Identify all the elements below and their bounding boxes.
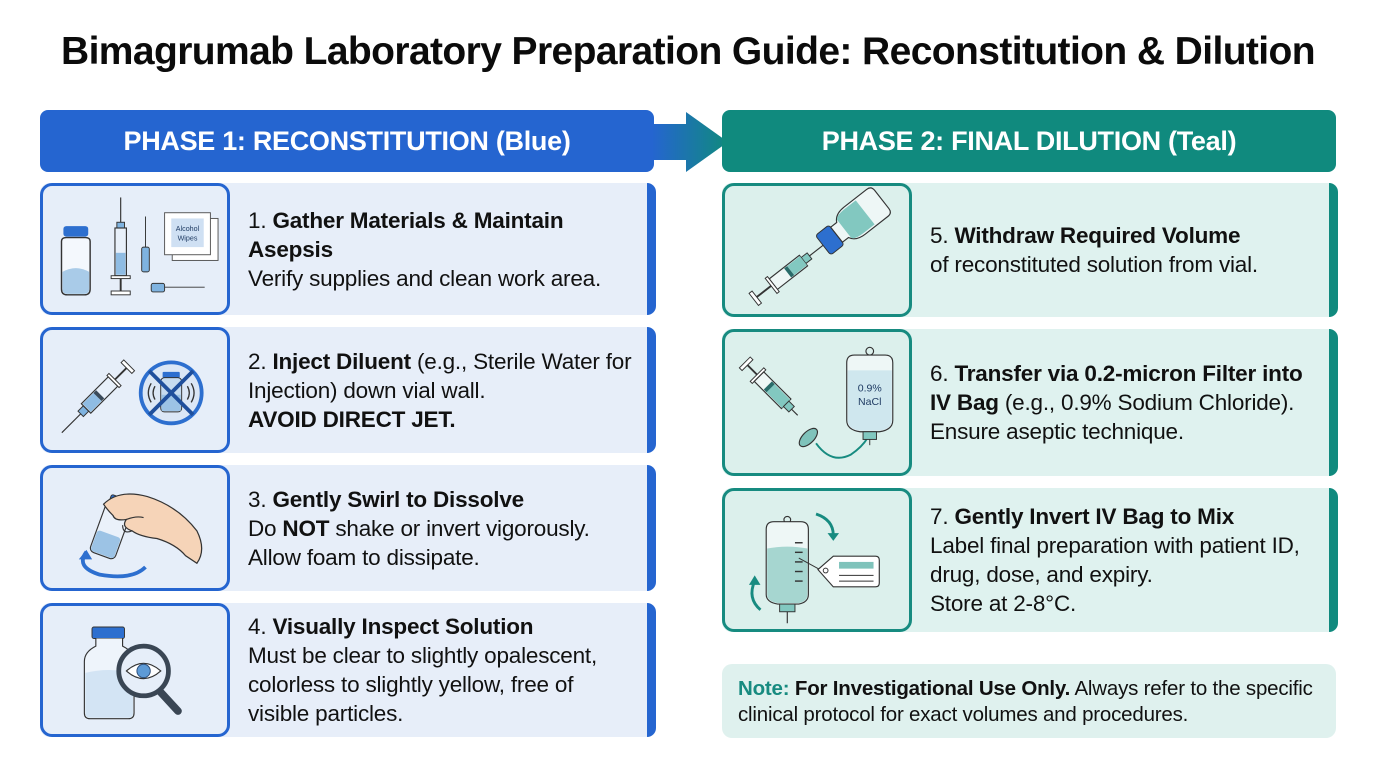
step-2-text: 2. Inject Diluent (e.g., Sterile Water f… [248, 348, 632, 432]
step-1-heading: Gather Materials & Maintain Asepsis [248, 207, 564, 262]
card-accent [1329, 488, 1338, 632]
step-6-text: 6. Transfer via 0.2-micron Filter into I… [930, 329, 1320, 476]
step-card-5: 5. Withdraw Required Volume of reconstit… [722, 183, 1338, 317]
card-accent [647, 603, 656, 737]
note-emphasis: For Investigational Use Only. [789, 677, 1071, 700]
card-accent [647, 465, 656, 591]
step-4-body: Must be clear to slightly opalescent, co… [248, 643, 598, 726]
magnifier-eye-vial-icon [40, 603, 230, 737]
step-2-warning: AVOID DIRECT JET. [248, 406, 456, 432]
step-7-storage: Store at 2-8°C. [930, 591, 1077, 616]
step-3-body-2: Allow foam to dissipate. [248, 544, 480, 570]
phase-2-header: PHASE 2: FINAL DILUTION (Teal) [722, 110, 1336, 172]
step-1-body: Verify supplies and clean work area. [248, 265, 601, 291]
step-card-6: 0.9% NaCl 6. Transfer via 0.2-micron Fil… [722, 329, 1338, 476]
step-3-body: Do NOT shake or invert vigorously. [248, 515, 590, 541]
syringe-withdraw-vial-icon [722, 183, 912, 317]
step-4-text: 4. Visually Inspect Solution Must be cle… [248, 603, 638, 737]
step-card-3: 3. Gently Swirl to Dissolve Do NOT shake… [40, 465, 656, 591]
phase-1-header: PHASE 1: RECONSTITUTION (Blue) [40, 110, 654, 172]
card-accent [647, 327, 656, 453]
step-3-text: 3. Gently Swirl to Dissolve Do NOT shake… [248, 465, 638, 591]
card-accent [647, 183, 656, 315]
page-title: Bimagrumab Laboratory Preparation Guide:… [61, 30, 1316, 73]
note-label: Note: [738, 677, 790, 700]
step-7-body: Label final preparation with patient ID,… [930, 533, 1300, 587]
svg-text:NaCl: NaCl [858, 396, 881, 408]
card-accent [1329, 329, 1338, 476]
svg-text:Wipes: Wipes [178, 234, 198, 242]
step-5-heading: Withdraw Required Volume [954, 223, 1241, 248]
step-card-7: 7. Gently Invert IV Bag to Mix Label fin… [722, 488, 1338, 632]
filter-iv-bag-icon: 0.9% NaCl [722, 329, 912, 476]
step-3-heading: Gently Swirl to Dissolve [272, 486, 524, 512]
card-accent [1329, 183, 1338, 317]
step-7-heading: Gently Invert IV Bag to Mix [954, 504, 1235, 529]
step-2-body: (e.g., Sterile Water for Injection) down… [248, 348, 632, 403]
iv-bag-label-icon [722, 488, 912, 632]
step-card-1: Alcohol Wipes 1. Gather Materials & Main… [40, 183, 656, 315]
step-6-body: Ensure aseptic technique. [930, 419, 1184, 444]
phase-arrow-icon [652, 112, 728, 172]
step-6-heading: Transfer via 0.2-micron Filter into IV B… [930, 361, 1303, 415]
hand-swirl-vial-icon [40, 465, 230, 591]
syringe-no-jet-icon [40, 327, 230, 453]
step-7-text: 7. Gently Invert IV Bag to Mix Label fin… [930, 488, 1320, 632]
step-5-text: 5. Withdraw Required Volume of reconstit… [930, 183, 1320, 317]
svg-text:0.9%: 0.9% [858, 382, 882, 394]
step-4-heading: Visually Inspect Solution [272, 614, 534, 639]
svg-text:Alcohol: Alcohol [176, 225, 200, 233]
step-card-4: 4. Visually Inspect Solution Must be cle… [40, 603, 656, 737]
step-1-text: 1. Gather Materials & Maintain Asepsis V… [248, 183, 638, 315]
step-card-2: 2. Inject Diluent (e.g., Sterile Water f… [40, 327, 656, 453]
investigational-note: Note: For Investigational Use Only. Alwa… [722, 664, 1336, 738]
step-5-body: of reconstituted solution from vial. [930, 252, 1258, 277]
note-text: Always refer to the specific clinical pr… [738, 677, 1313, 726]
step-2-heading: Inject Diluent [272, 348, 411, 374]
vial-syringe-wipes-icon: Alcohol Wipes [40, 183, 230, 315]
